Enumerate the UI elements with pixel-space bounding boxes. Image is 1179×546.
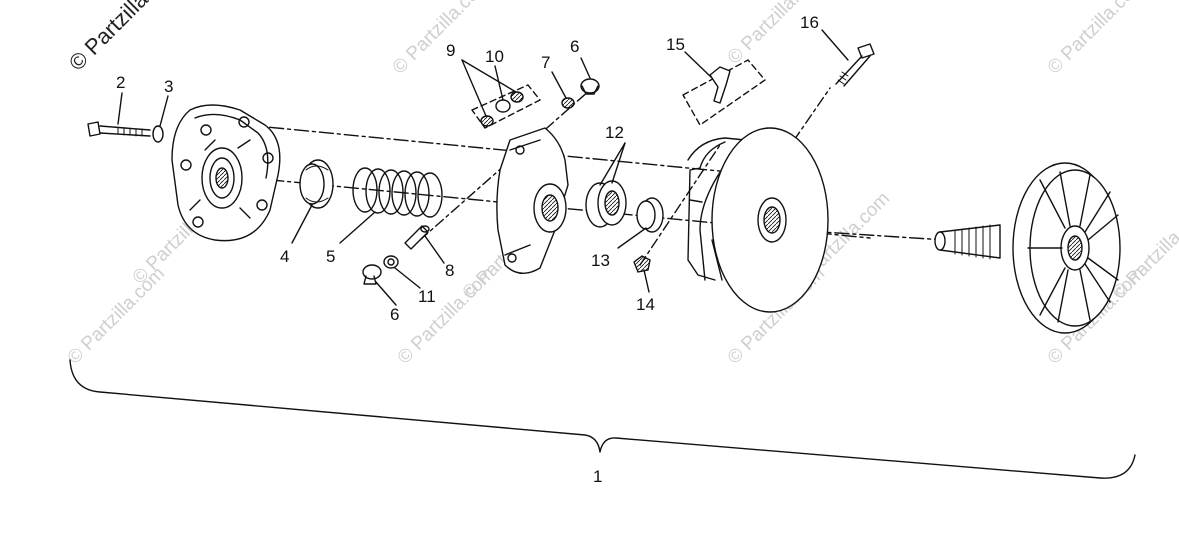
callout-13: 13: [591, 251, 610, 270]
part-nut-7: [561, 97, 575, 109]
part-bracket: [682, 59, 766, 126]
part-cap-lower: [362, 264, 382, 285]
part-long-bolt: [835, 43, 875, 87]
watermark-text: © Partzilla.com: [724, 0, 829, 69]
callout-15: 15: [666, 35, 685, 54]
callout-9: 9: [446, 41, 455, 60]
part-cover: [171, 104, 281, 242]
watermark-text: © Partzilla.com: [64, 263, 169, 368]
part-pin: [404, 225, 430, 250]
axis-line-nut: [639, 144, 721, 266]
part-washer: [152, 125, 164, 143]
callout-labels: 1 2 3 4 5 6 6 7 8 9 10 11 12 13 14 15 16: [116, 13, 819, 486]
part-cap-upper: [580, 78, 600, 95]
callout-4: 4: [280, 247, 289, 266]
callout-16: 16: [800, 13, 819, 32]
part-spider: [496, 127, 569, 274]
watermark-text: © Partzilla.com: [1044, 0, 1149, 79]
part-rollers: [585, 180, 627, 228]
callout-7: 7: [541, 53, 550, 72]
part-bushing: [636, 197, 664, 233]
callout-10: 10: [485, 47, 504, 66]
axis-line-upper: [194, 119, 761, 176]
leader-lines: [117, 29, 849, 306]
callout-11: 11: [418, 287, 436, 306]
callout-3: 3: [164, 77, 173, 96]
callout-2: 2: [116, 73, 125, 92]
part-nut-14: [633, 255, 651, 273]
callout-5: 5: [326, 247, 335, 266]
callout-8: 8: [445, 261, 454, 280]
callout-1: 1: [593, 467, 602, 486]
watermark-text: © Partzilla.com: [389, 0, 494, 79]
callout-14: 14: [636, 295, 655, 314]
callout-6-upper: 6: [570, 37, 579, 56]
part-nut-lower: [383, 255, 399, 269]
part-fixed-sheave: [934, 162, 1121, 334]
watermark-main: © Partzilla.com: [64, 0, 187, 76]
part-ring: [299, 159, 334, 209]
part-sheave: [687, 127, 829, 313]
callout-6-lower: 6: [390, 305, 399, 324]
assembly-brace: [69, 359, 1136, 479]
callout-12: 12: [605, 123, 624, 142]
part-spring: [352, 167, 443, 218]
part-bolt: [87, 121, 151, 137]
